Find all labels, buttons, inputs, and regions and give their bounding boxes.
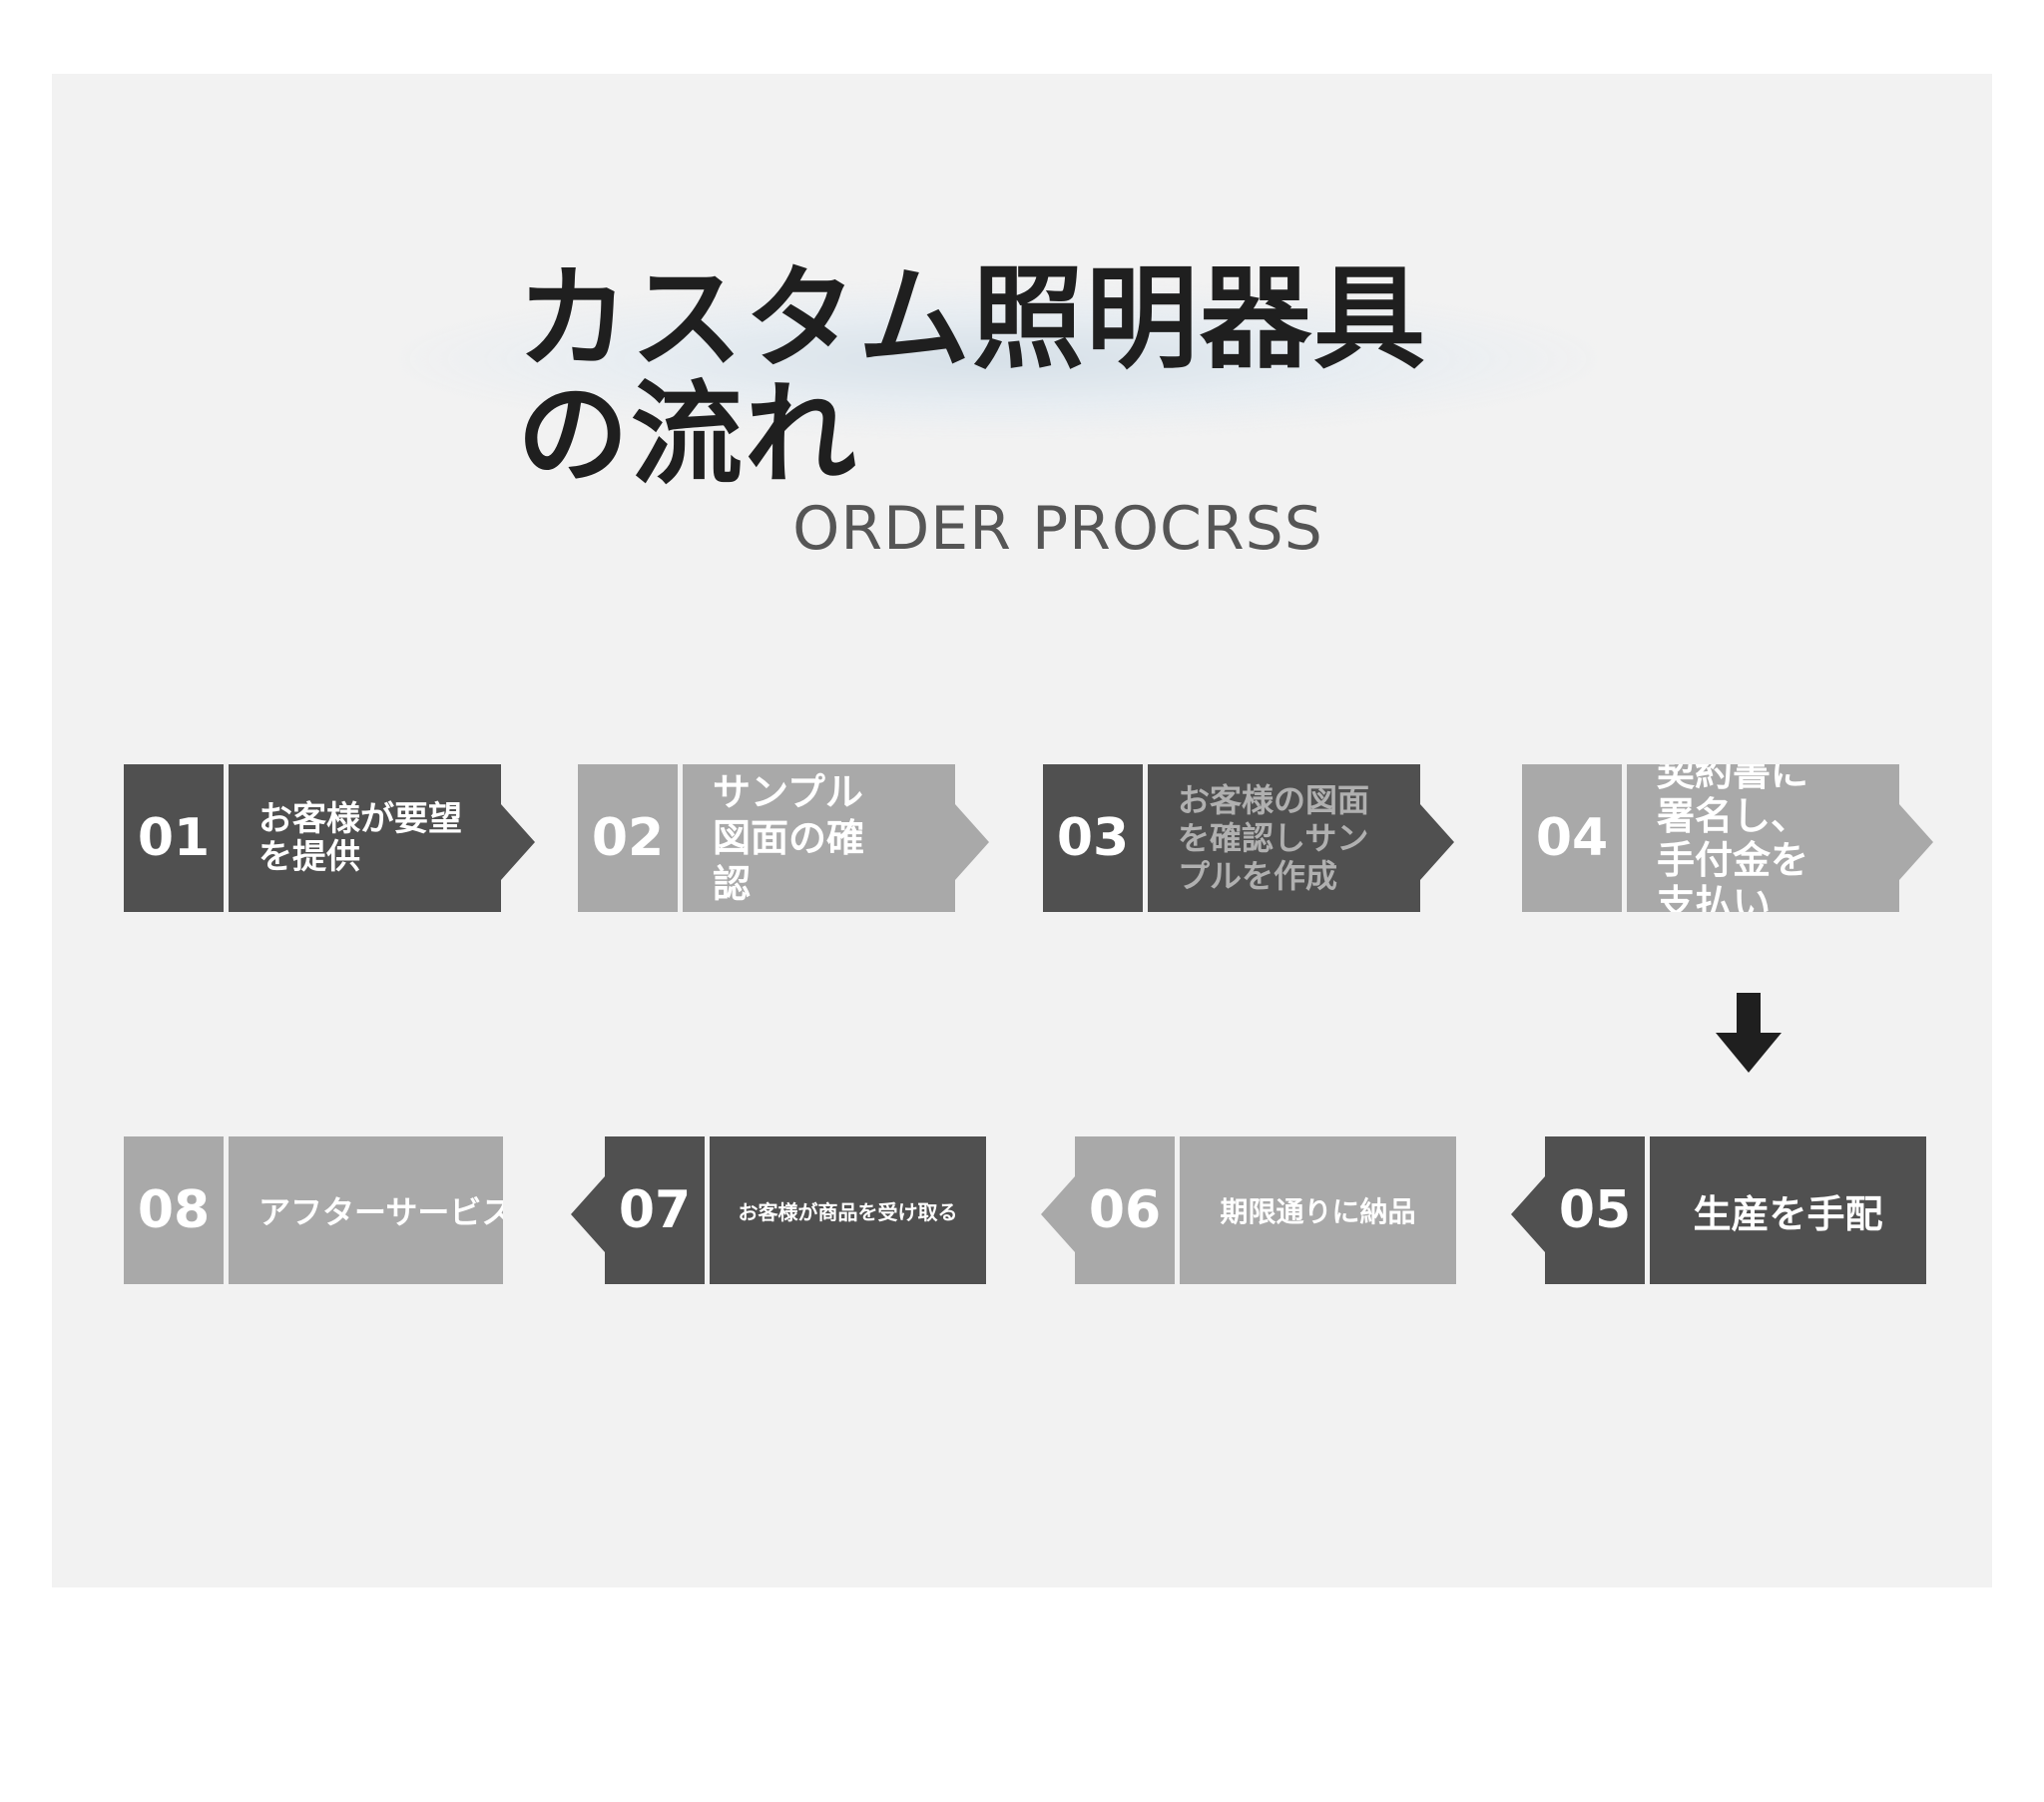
step-arrow-icon — [955, 804, 989, 880]
step-arrow-icon — [571, 1176, 605, 1252]
step-divider — [705, 1136, 710, 1284]
step-number: 04 — [1522, 764, 1622, 912]
step-label: お客様の図面を確認しサンプルを作成 — [1148, 764, 1420, 912]
step-number: 02 — [578, 764, 678, 912]
title-glow — [399, 284, 1597, 434]
step-label: 生産を手配 — [1650, 1136, 1926, 1284]
step-number: 05 — [1545, 1136, 1645, 1284]
step-arrow-icon — [1041, 1176, 1075, 1252]
step-label: アフターサービス — [229, 1136, 503, 1284]
step-divider — [224, 764, 229, 912]
step-07: 07 お客様が商品を受け取る — [569, 1136, 986, 1284]
step-08: 08 アフターサービス — [124, 1136, 503, 1284]
step-divider — [1143, 764, 1148, 912]
step-label: 期限通りに納品 — [1180, 1136, 1456, 1284]
step-number: 08 — [124, 1136, 224, 1284]
step-04: 04 契約書に署名し、手付金を支払い — [1522, 764, 1933, 912]
step-divider — [1175, 1136, 1180, 1284]
step-arrow-icon — [1899, 804, 1933, 880]
step-number: 07 — [605, 1136, 705, 1284]
step-label: 契約書に署名し、手付金を支払い — [1627, 764, 1899, 912]
step-02: 02 サンプル図面の確認 — [578, 764, 989, 912]
step-number: 01 — [124, 764, 224, 912]
step-03: 03 お客様の図面を確認しサンプルを作成 — [1043, 764, 1454, 912]
step-label: お客様が商品を受け取る — [710, 1136, 986, 1284]
step-label: お客様が要望を提供 — [229, 764, 501, 912]
step-label: サンプル図面の確認 — [683, 764, 955, 912]
step-05: 05 生産を手配 — [1509, 1136, 1926, 1284]
step-arrow-icon — [1420, 804, 1454, 880]
step-arrow-icon — [1511, 1176, 1545, 1252]
page-subtitle: ORDER PROCRSS — [792, 494, 1323, 564]
step-divider — [1622, 764, 1627, 912]
arrow-down-icon — [1716, 993, 1782, 1073]
page-title: カスタム照明器具の流れ — [517, 254, 1427, 500]
step-06: 06 期限通りに納品 — [1039, 1136, 1456, 1284]
step-divider — [678, 764, 683, 912]
step-arrow-icon — [501, 804, 535, 880]
step-number: 03 — [1043, 764, 1143, 912]
step-divider — [1645, 1136, 1650, 1284]
step-01: 01 お客様が要望を提供 — [124, 764, 535, 912]
step-number: 06 — [1075, 1136, 1175, 1284]
step-divider — [224, 1136, 229, 1284]
